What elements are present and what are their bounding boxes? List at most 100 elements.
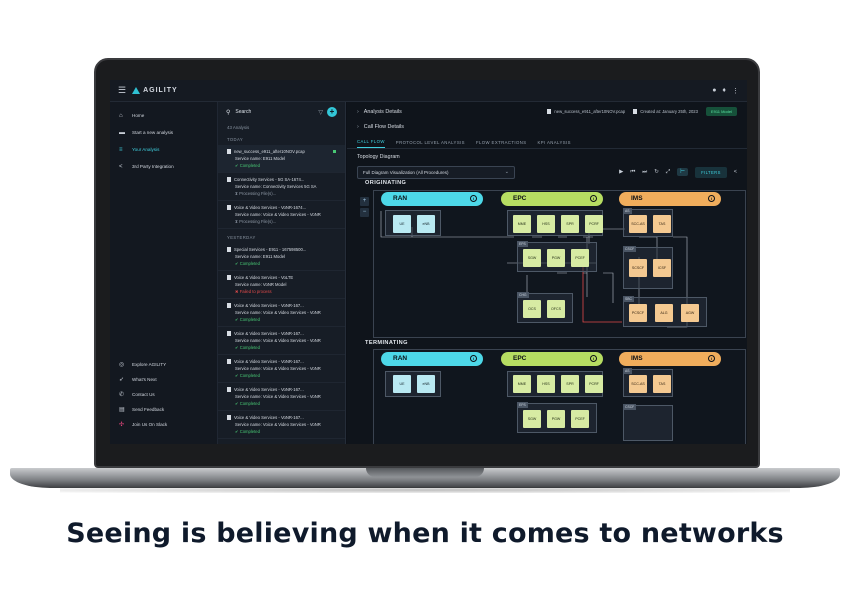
analysis-list-item[interactable]: Special Services - E911 - 167598500...Se… [218,243,345,271]
domain-label: IMS [631,195,643,202]
domain-ims[interactable]: IMS i [619,192,721,206]
analysis-name-row: new_success_e911_after10NOV.pcap [227,149,336,154]
analysis-list-item[interactable]: Voice & Video Services - VoNR-1674...Ser… [218,201,345,229]
node-spr[interactable]: SPR [561,215,579,233]
node-icsf[interactable]: ICSF [653,259,671,277]
sidebar-item-slack[interactable]: ✣Join Us On Slack [110,417,218,432]
group-tag-eps: EPS [517,241,528,247]
node-agw[interactable]: AGW [681,304,699,322]
tab-call-flow[interactable]: CALL FLOW [357,139,385,148]
node-ofcs[interactable]: OFCS [547,300,565,318]
sidebar-item-your-analysis[interactable]: ≡Your Analysis [110,141,217,158]
node-hss[interactable]: HSS [537,215,555,233]
bell-icon[interactable]: ♦ [722,86,726,94]
tab-flow-extractions[interactable]: FLOW EXTRACTIONS [475,139,527,145]
node-pcrf[interactable]: PCRF [585,215,603,233]
analysis-name: Voice & Video Services - VoNR-1674... [234,205,307,210]
share-icon[interactable]: < [733,169,737,175]
analysis-details-row[interactable]: › Analysis Details new_success_e911_afte… [347,104,747,119]
sidebar-item-start-analysis[interactable]: ▬Start a new analysis [110,124,217,141]
home-icon: ⌂ [119,112,123,119]
info-icon[interactable]: i [708,195,715,202]
status-text: Completed [239,401,260,406]
diagram-select[interactable]: Full Diagram Visualization (All Procedur… [357,165,515,179]
node-tas-terminating[interactable]: TAS [653,375,671,393]
node-scscf[interactable]: SCSCF [629,259,647,277]
refresh-icon[interactable]: ↻ [654,169,659,175]
node-mme[interactable]: MME [513,215,531,233]
status-text: Failed to process [239,289,272,294]
user-icon[interactable]: ● [712,86,717,94]
node-pcscf[interactable]: PCSCF [629,304,647,322]
info-icon[interactable]: i [708,355,715,362]
analysis-list-item[interactable]: Voice & Video Services - VoNR-167...Serv… [218,327,345,355]
sidebar-item-contact[interactable]: ✆Contact Us [110,387,218,402]
play-icon[interactable]: ▶ [619,169,624,175]
slack-icon: ✣ [119,422,125,428]
filters-button[interactable]: FILTERS [695,166,727,178]
node-hss-terminating[interactable]: HSS [537,375,555,393]
node-ue-terminating[interactable]: UE [393,375,411,393]
analysis-list-item[interactable]: Connectivity Services - 5G SA-1674...Ser… [218,173,345,201]
status-text: Completed [239,163,260,168]
sidebar-item-home[interactable]: ⌂ Home [110,107,217,124]
analysis-list-item[interactable]: Voice & Video Services - VoNR-167...Serv… [218,355,345,383]
node-pcef-terminating[interactable]: PCEF [571,410,589,428]
info-icon[interactable]: i [590,355,597,362]
call-flow-details-row[interactable]: › Call Flow Details [347,119,747,134]
analysis-list-item[interactable]: Voice & Video Services - VoNR-167...Serv… [218,383,345,411]
zoom-out-icon[interactable]: − [360,208,369,217]
node-pcrf-terminating[interactable]: PCRF [585,375,603,393]
filter-icon[interactable]: ▽ [318,109,323,116]
expand-icon[interactable]: ⤢ [665,168,671,175]
node-enb-terminating[interactable]: eNB [417,375,435,393]
node-sgw[interactable]: SGW [523,249,541,267]
node-alg[interactable]: ALG [655,304,673,322]
info-icon[interactable]: i [470,195,477,202]
node-pgw[interactable]: PGW [547,249,565,267]
node-pgw-terminating[interactable]: PGW [547,410,565,428]
node-mme-terminating[interactable]: MME [513,375,531,393]
node-pcef[interactable]: PCEF [571,249,589,267]
calendar-icon [633,109,638,114]
sidebar-item-whats-next[interactable]: ➶What's Next [110,372,218,387]
info-icon[interactable]: i [470,355,477,362]
tab-protocol-level-analysis[interactable]: PROTOCOL LEVEL ANALYSIS [395,139,465,145]
file-icon [227,149,231,154]
skip-forward-icon[interactable]: ⏭ [642,168,648,175]
selected-indicator [333,150,336,153]
layout-icon[interactable]: ⊢ [677,168,689,176]
node-tas[interactable]: TAS [653,215,671,233]
info-icon[interactable]: i [590,195,597,202]
analysis-list-item[interactable]: Voice & Video Services - VoNR-167...Serv… [218,411,345,439]
sidebar-item-feedback[interactable]: ▤Send Feedback [110,402,218,417]
tab-kpi-analysis[interactable]: KPI ANALYSIS [537,139,571,145]
status-row: ✔ Completed [227,163,336,168]
zoom-in-icon[interactable]: + [360,197,369,206]
skip-back-icon[interactable]: ⏮ [630,168,636,175]
menu-icon[interactable]: ☰ [118,85,127,95]
sidebar-item-label: Home [132,113,145,118]
more-icon[interactable]: ⋮ [732,87,739,95]
node-spr-terminating[interactable]: SPR [561,375,579,393]
node-ue[interactable]: UE [393,215,411,233]
node-ocs[interactable]: OCS [523,300,541,318]
search-input[interactable]: Search [235,109,252,115]
status-text: Processing File(s)... [239,191,277,196]
node-enb[interactable]: eNB [417,215,435,233]
node-sgw-terminating[interactable]: SGW [523,410,541,428]
sidebar-item-explore[interactable]: ◎Explore AGILITY [110,357,218,372]
sidebar-item-integration[interactable]: <3rd Party Integration [110,158,217,175]
node-scc-as-terminating[interactable]: SCC-AS [629,375,647,393]
node-scc-as[interactable]: SCC-AS [629,215,647,233]
search-bar[interactable]: ⚲ Search ▽ + [218,102,345,122]
add-analysis-button[interactable]: + [327,107,337,117]
analysis-list-item[interactable]: Voice & Video Services - VoNR-167...Serv… [218,299,345,327]
